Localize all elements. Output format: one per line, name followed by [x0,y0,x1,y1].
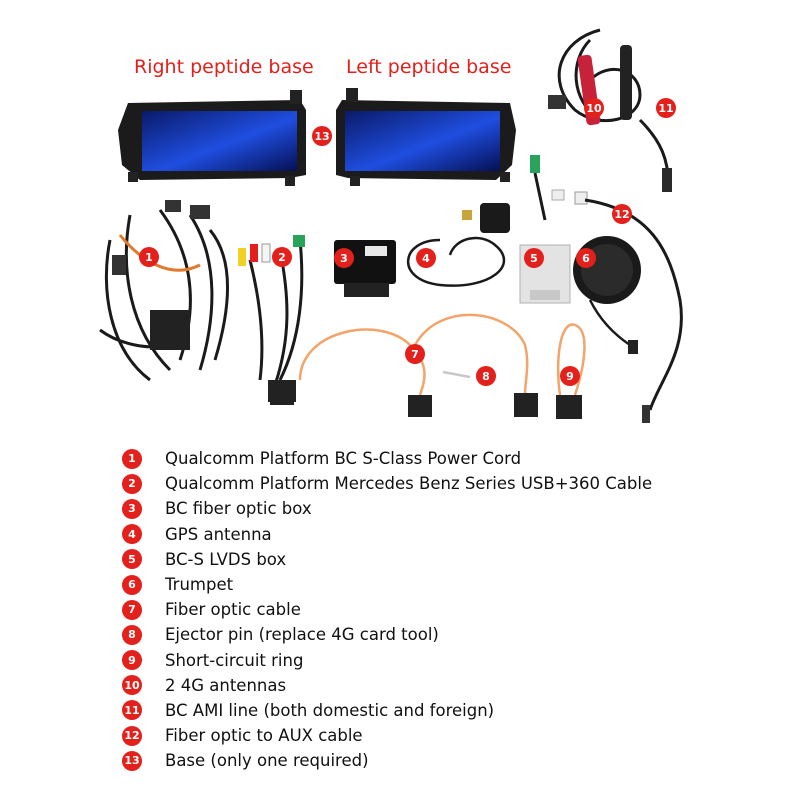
legend-label: Ejector pin (replace 4G card tool) [165,625,439,645]
legend-number-badge: 2 [122,473,142,494]
legend-label: Short-circuit ring [165,650,304,670]
callout-badge-1: 1 [139,247,159,267]
legend-number-badge: 8 [122,624,142,645]
legend-item: 10 2 4G antennas [122,673,782,698]
antenna-bundle [548,28,672,192]
legend-label: Fiber optic to AUX cable [165,726,363,746]
legend-item: 2 Qualcomm Platform Mercedes Benz Series … [122,471,782,496]
callout-badge-8: 8 [476,366,496,386]
callout-badge-4: 4 [416,248,436,268]
legend-number-badge: 12 [122,725,142,746]
callout-badge-2: 2 [272,247,292,267]
legend-number-badge: 5 [122,549,142,570]
parts-legend: 1 Qualcomm Platform BC S-Class Power Cord… [122,446,782,773]
ejector-pin [442,370,471,379]
legend-item: 12 Fiber optic to AUX cable [122,723,782,748]
legend-item: 4 GPS antenna [122,522,782,547]
power-cord-harness [99,209,229,382]
caption-left-peptide-base: Left peptide base [346,56,512,78]
left-peptide-base-screen [336,88,516,186]
legend-number-badge: 6 [122,574,142,595]
fiber-to-aux-cable [574,191,683,423]
legend-number-badge: 3 [122,498,142,519]
callout-badge-7: 7 [405,344,425,364]
legend-number-badge: 11 [122,700,142,721]
callout-badge-6: 6 [576,248,596,268]
legend-label: Qualcomm Platform BC S-Class Power Cord [165,449,522,469]
legend-label: Qualcomm Platform Mercedes Benz Series U… [165,474,653,494]
legend-item: 9 Short-circuit ring [122,648,782,673]
legend-number-badge: 10 [122,675,142,696]
lvds-box [519,155,571,304]
legend-item: 5 BC-S LVDS box [122,547,782,572]
legend-item: 3 BC fiber optic box [122,496,782,521]
callout-badge-11: 11 [656,98,676,118]
short-circuit-ring [556,323,586,419]
callout-badge-3: 3 [334,248,354,268]
legend-label: Fiber optic cable [165,600,301,620]
legend-label: BC-S LVDS box [165,549,287,569]
legend-item: 13 Base (only one required) [122,748,782,773]
legend-label: BC fiber optic box [165,499,312,519]
callout-badge-13: 13 [312,126,332,146]
legend-label: 2 4G antennas [165,675,287,695]
callout-badge-12: 12 [612,204,632,224]
legend-label: Base (only one required) [165,751,369,771]
legend-item: 8 Ejector pin (replace 4G card tool) [122,622,782,647]
gps-antenna [406,203,510,287]
legend-item: 6 Trumpet [122,572,782,597]
legend-item: 1 Qualcomm Platform BC S-Class Power Cord [122,446,782,471]
legend-label: GPS antenna [165,524,272,544]
caption-right-peptide-base: Right peptide base [134,56,314,78]
legend-number-badge: 7 [122,599,142,620]
legend-item: 11 BC AMI line (both domestic and foreign… [122,698,782,723]
legend-label: Trumpet [165,575,234,595]
legend-item: 7 Fiber optic cable [122,597,782,622]
right-peptide-base-screen [118,90,306,186]
legend-label: BC AMI line (both domestic and foreign) [165,700,495,720]
fiber-optic-cable [298,313,529,396]
callout-badge-9: 9 [560,366,580,386]
legend-number-badge: 4 [122,524,142,545]
legend-number-badge: 13 [122,750,142,771]
legend-number-badge: 1 [122,448,142,469]
callout-badge-5: 5 [524,248,544,268]
callout-badge-10: 10 [584,98,604,118]
legend-number-badge: 9 [122,650,142,671]
